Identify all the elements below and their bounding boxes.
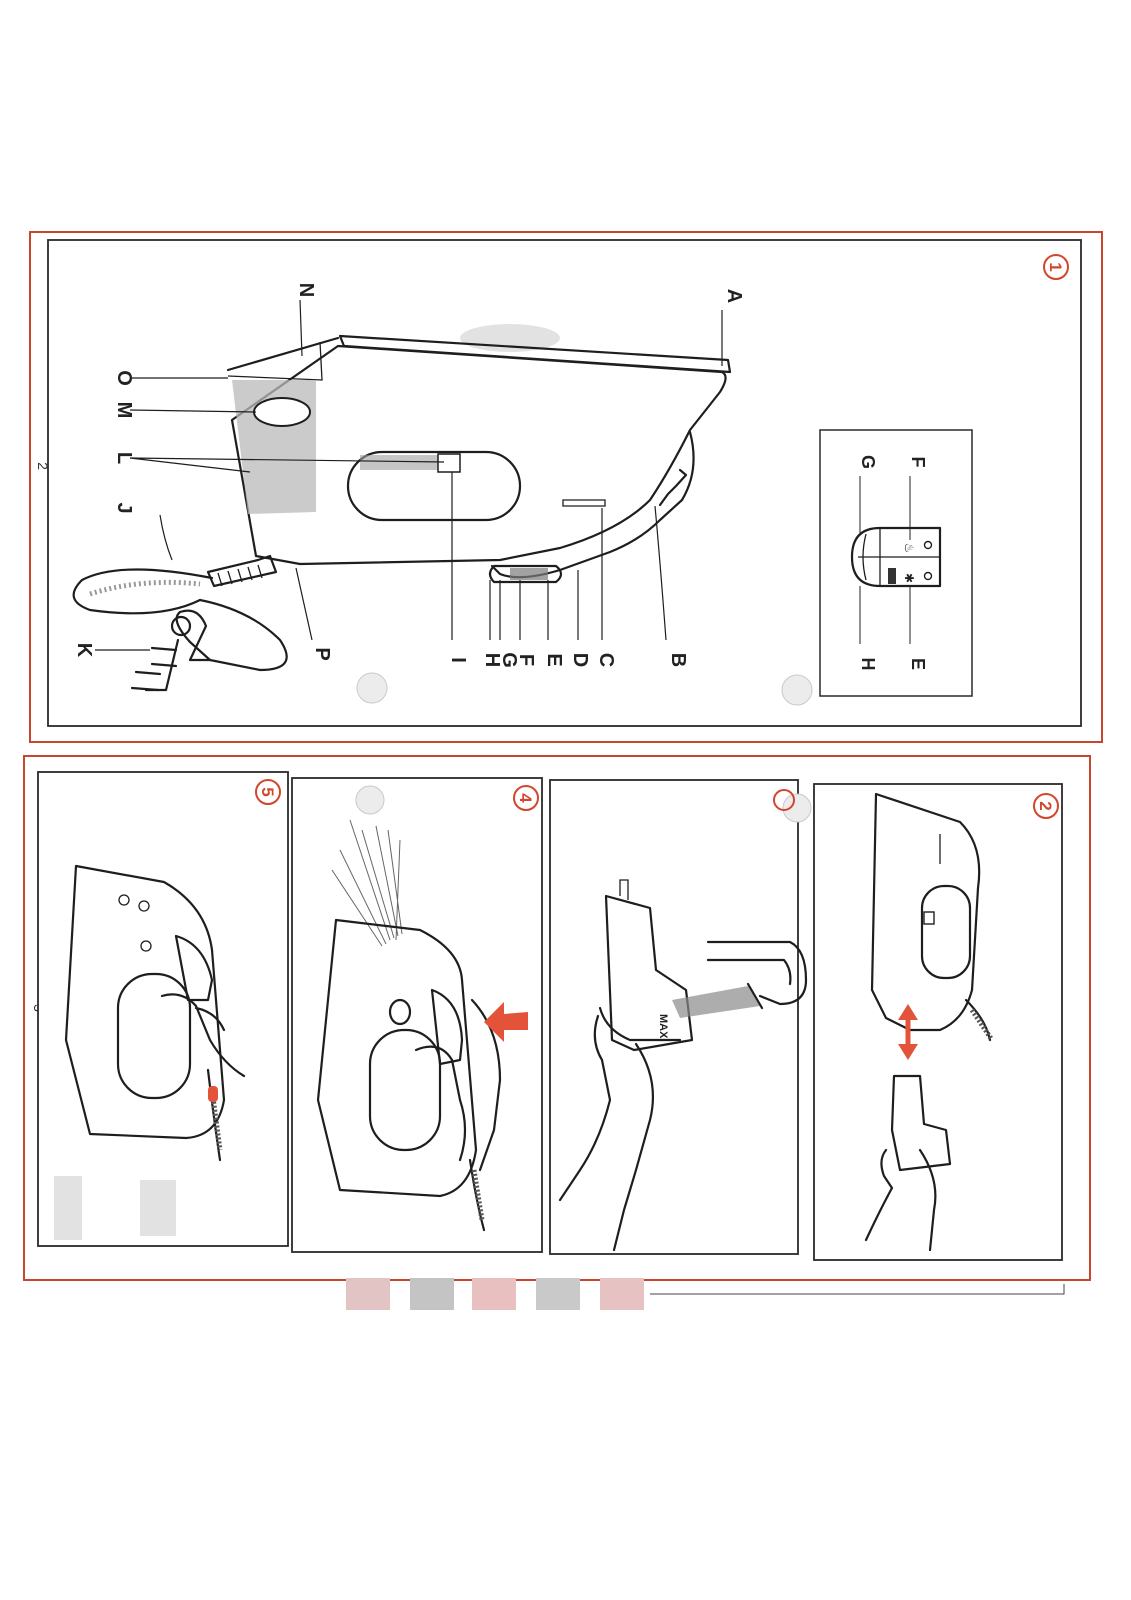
color-swatch bbox=[536, 1278, 580, 1310]
part-label-m: M bbox=[113, 402, 135, 419]
control-detail-inset: ♨ ✱ F G E H bbox=[820, 430, 972, 696]
inset-label-g: G bbox=[858, 455, 878, 469]
part-label-n: N bbox=[295, 283, 317, 297]
binder-hole bbox=[783, 794, 811, 822]
part-label-e: E bbox=[543, 653, 565, 666]
part-label-k: K bbox=[73, 643, 95, 658]
step-5-panel: 5 bbox=[38, 772, 288, 1246]
inset-label-f: F bbox=[908, 457, 928, 468]
part-label-p: P bbox=[311, 647, 333, 660]
step-2-panel: 2 bbox=[814, 784, 1062, 1260]
part-label-c: C bbox=[595, 653, 617, 667]
part-label-a: A bbox=[723, 289, 745, 303]
color-swatch bbox=[600, 1278, 644, 1310]
indicator-light bbox=[208, 1086, 218, 1102]
part-label-d: D bbox=[569, 653, 591, 667]
binder-hole bbox=[782, 675, 812, 705]
figure-1-panel: 1 bbox=[30, 232, 1102, 742]
part-label-l: L bbox=[113, 452, 135, 464]
max-fill-mark: MAX bbox=[657, 1014, 669, 1039]
svg-text:4: 4 bbox=[516, 793, 535, 803]
part-label-i: I bbox=[447, 657, 469, 663]
trim-mark bbox=[650, 1284, 1064, 1294]
inset-label-h: H bbox=[858, 658, 878, 671]
svg-text:✱: ✱ bbox=[902, 573, 916, 583]
color-swatch-strip bbox=[346, 1278, 644, 1310]
inset-label-e: E bbox=[908, 658, 928, 670]
color-swatch bbox=[410, 1278, 454, 1310]
part-label-b: B bbox=[667, 653, 689, 667]
svg-text:5: 5 bbox=[258, 787, 277, 796]
step-4-panel: 4 bbox=[292, 778, 542, 1252]
svg-text:1: 1 bbox=[1046, 262, 1065, 271]
part-label-h: H bbox=[481, 653, 503, 667]
step-3-panel: MAX bbox=[550, 780, 811, 1254]
color-swatch bbox=[472, 1278, 516, 1310]
part-label-j: J bbox=[113, 502, 135, 513]
color-swatch bbox=[346, 1278, 390, 1310]
svg-text:♨: ♨ bbox=[902, 543, 916, 554]
binder-hole bbox=[357, 673, 387, 703]
page-number-upper: 2 bbox=[35, 462, 51, 470]
part-label-o: O bbox=[113, 370, 135, 386]
svg-text:2: 2 bbox=[1036, 801, 1055, 810]
binder-hole bbox=[356, 786, 384, 814]
